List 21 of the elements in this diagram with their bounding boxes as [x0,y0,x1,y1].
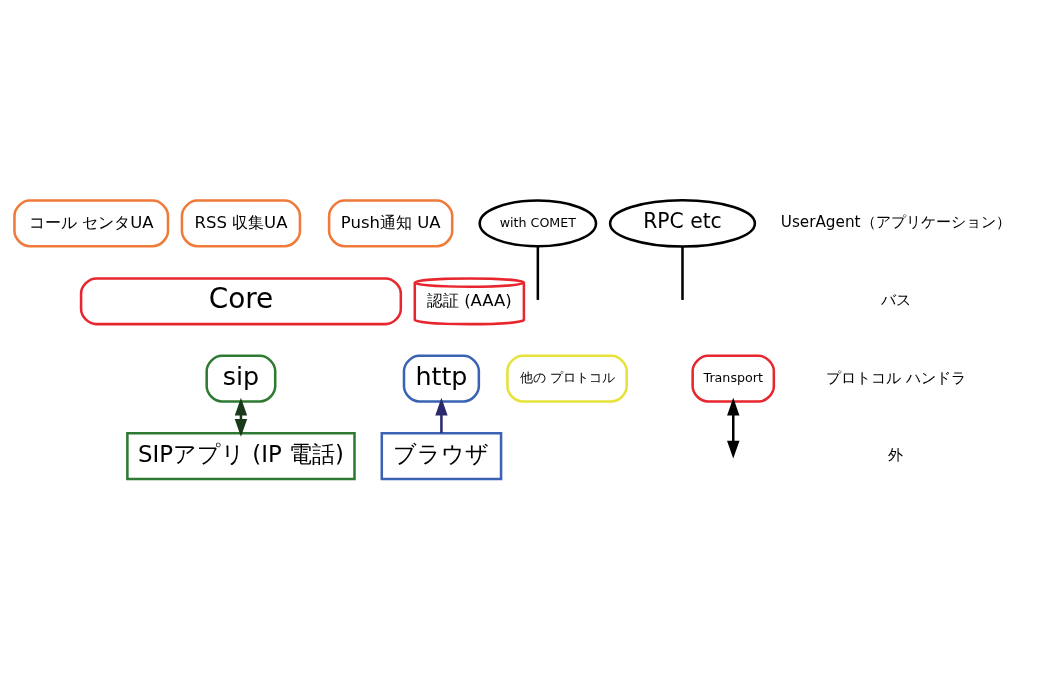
connector [681,246,684,300]
label: 外 [888,446,904,465]
node-box: http [402,354,481,403]
node-box: Core [79,277,403,326]
label: プロトコル ハンドラ [825,368,966,387]
node-box: RSS 収集UA [180,199,302,248]
arrow [727,397,740,459]
node-box: Push通知 UA [327,199,454,248]
arrow [234,397,248,437]
label: UserAgent（アプリケーション） [780,213,1011,232]
node-box: Transport [691,354,776,403]
node-box: 他の プロトコル [506,354,628,403]
node-box: コール センタUA [13,199,170,248]
node-box: ブラウザ [380,432,503,481]
label: バス [880,291,911,310]
node-box: sip [205,354,277,403]
arrow [435,397,448,433]
node-box: SIPアプリ (IP 電話) [126,432,356,481]
node-ellipse: with COMET [478,199,598,248]
connector [536,246,540,300]
node-ellipse: RPC etc [608,198,757,248]
